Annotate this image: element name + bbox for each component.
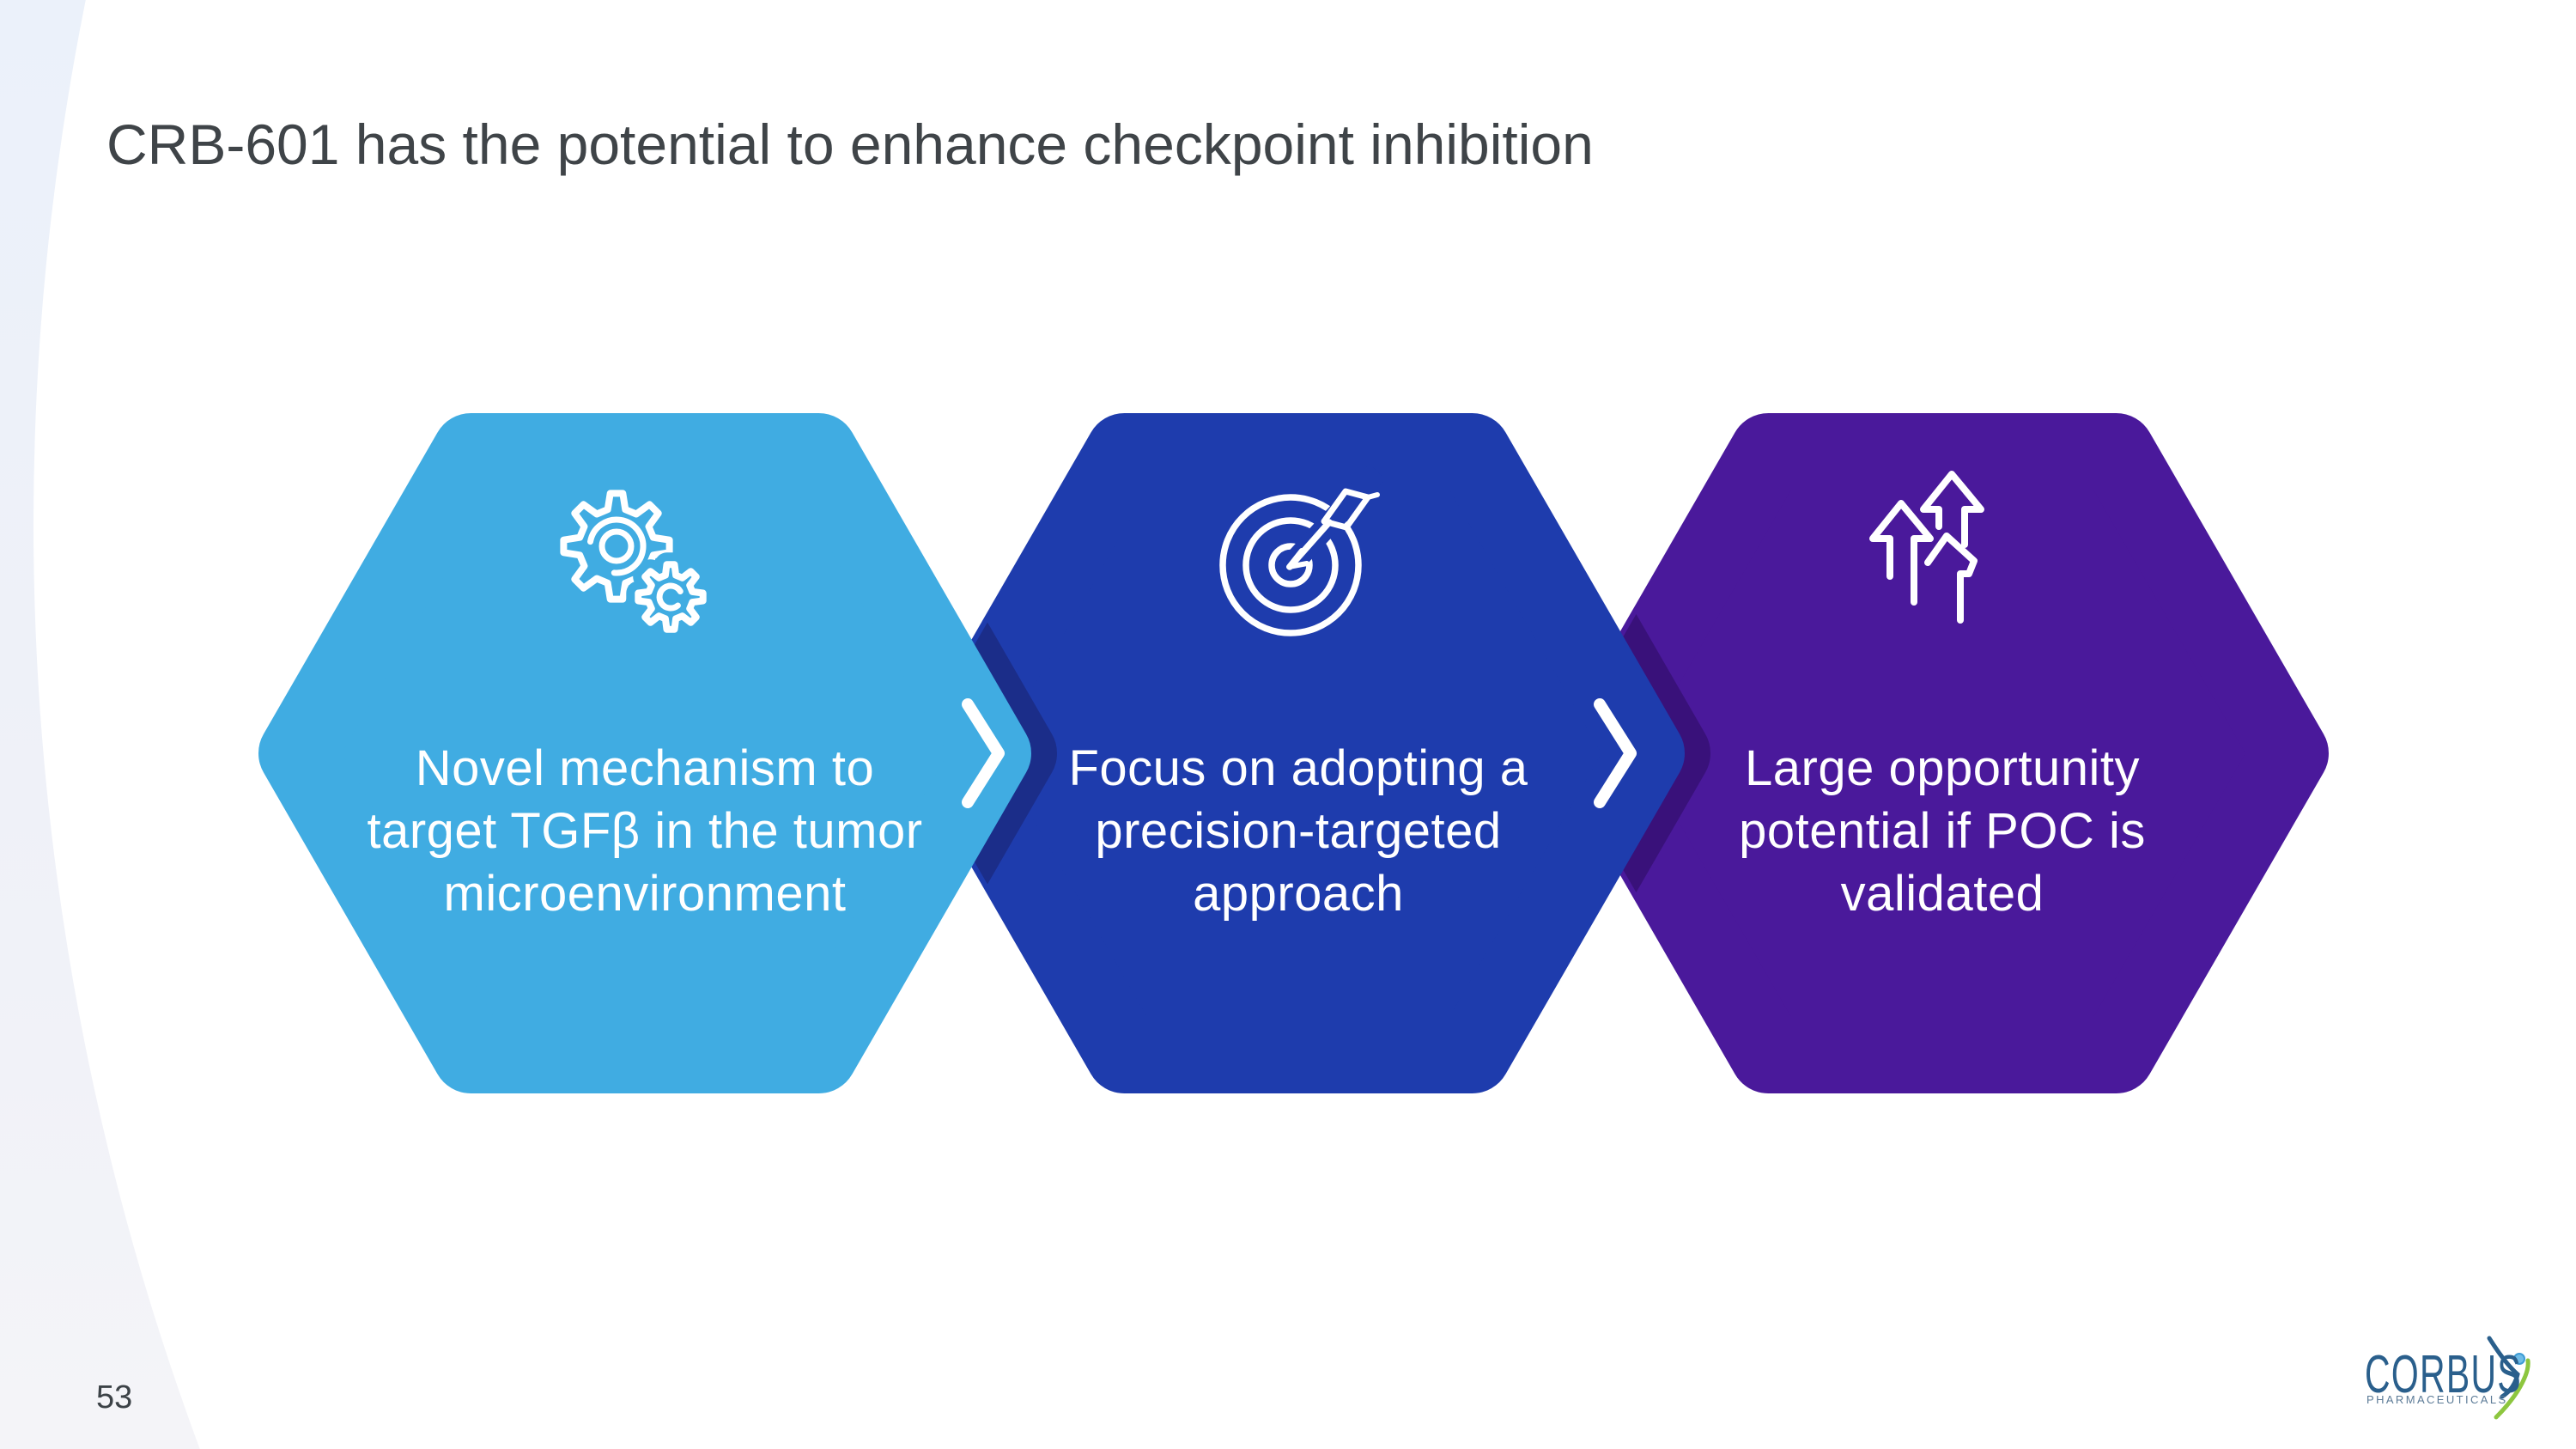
target-arrow-icon [1219, 464, 1386, 636]
target-middle-ring [1242, 517, 1339, 613]
corbus-sub-wordmark: PHARMACEUTICALS [2366, 1393, 2508, 1406]
gears-icon [560, 490, 715, 642]
corbus-wordmark: CORBUS [2365, 1345, 2522, 1404]
gear-small-hub [656, 582, 683, 612]
hexagon-2-label: Focus on adopting a precision-targeted a… [1068, 740, 1528, 922]
arrow-up-left [1869, 500, 1934, 606]
figure-blue-swoosh [2487, 1336, 2520, 1399]
figure-green-swoosh [2494, 1358, 2530, 1420]
gear-large [560, 490, 673, 603]
arrow-up-front [1924, 533, 1978, 624]
corbus-figure-icon [2487, 1336, 2530, 1420]
dart-nock [1365, 492, 1380, 500]
slide-title: CRB-601 has the potential to enhance che… [106, 113, 1594, 176]
rising-arrows-icon [1869, 471, 1984, 624]
gear-large-inner-arc [587, 516, 647, 576]
chevron-right-icon [962, 698, 1005, 808]
corbus-logo: CORBUS PHARMACEUTICALS [2365, 1340, 2562, 1443]
target-outer-ring [1219, 494, 1362, 636]
hexagon-3-shape [1556, 413, 2329, 1093]
hexagon-2-shape [912, 413, 1685, 1093]
figure-head-dot [2513, 1353, 2525, 1365]
gear-large-hub [598, 528, 635, 564]
page-number: 53 [96, 1379, 133, 1416]
hexagon-3-label: Large opportunity potential if POC is va… [1739, 740, 2146, 922]
chevron-right-icon [1594, 698, 1637, 808]
target-bullseye [1268, 543, 1313, 588]
hexagon-1-label: Novel mechanism to target TGFβ in the tu… [367, 740, 923, 922]
dart-tip [1286, 548, 1309, 569]
arrow-up-tall [1920, 471, 1984, 548]
gear-small [635, 561, 707, 633]
